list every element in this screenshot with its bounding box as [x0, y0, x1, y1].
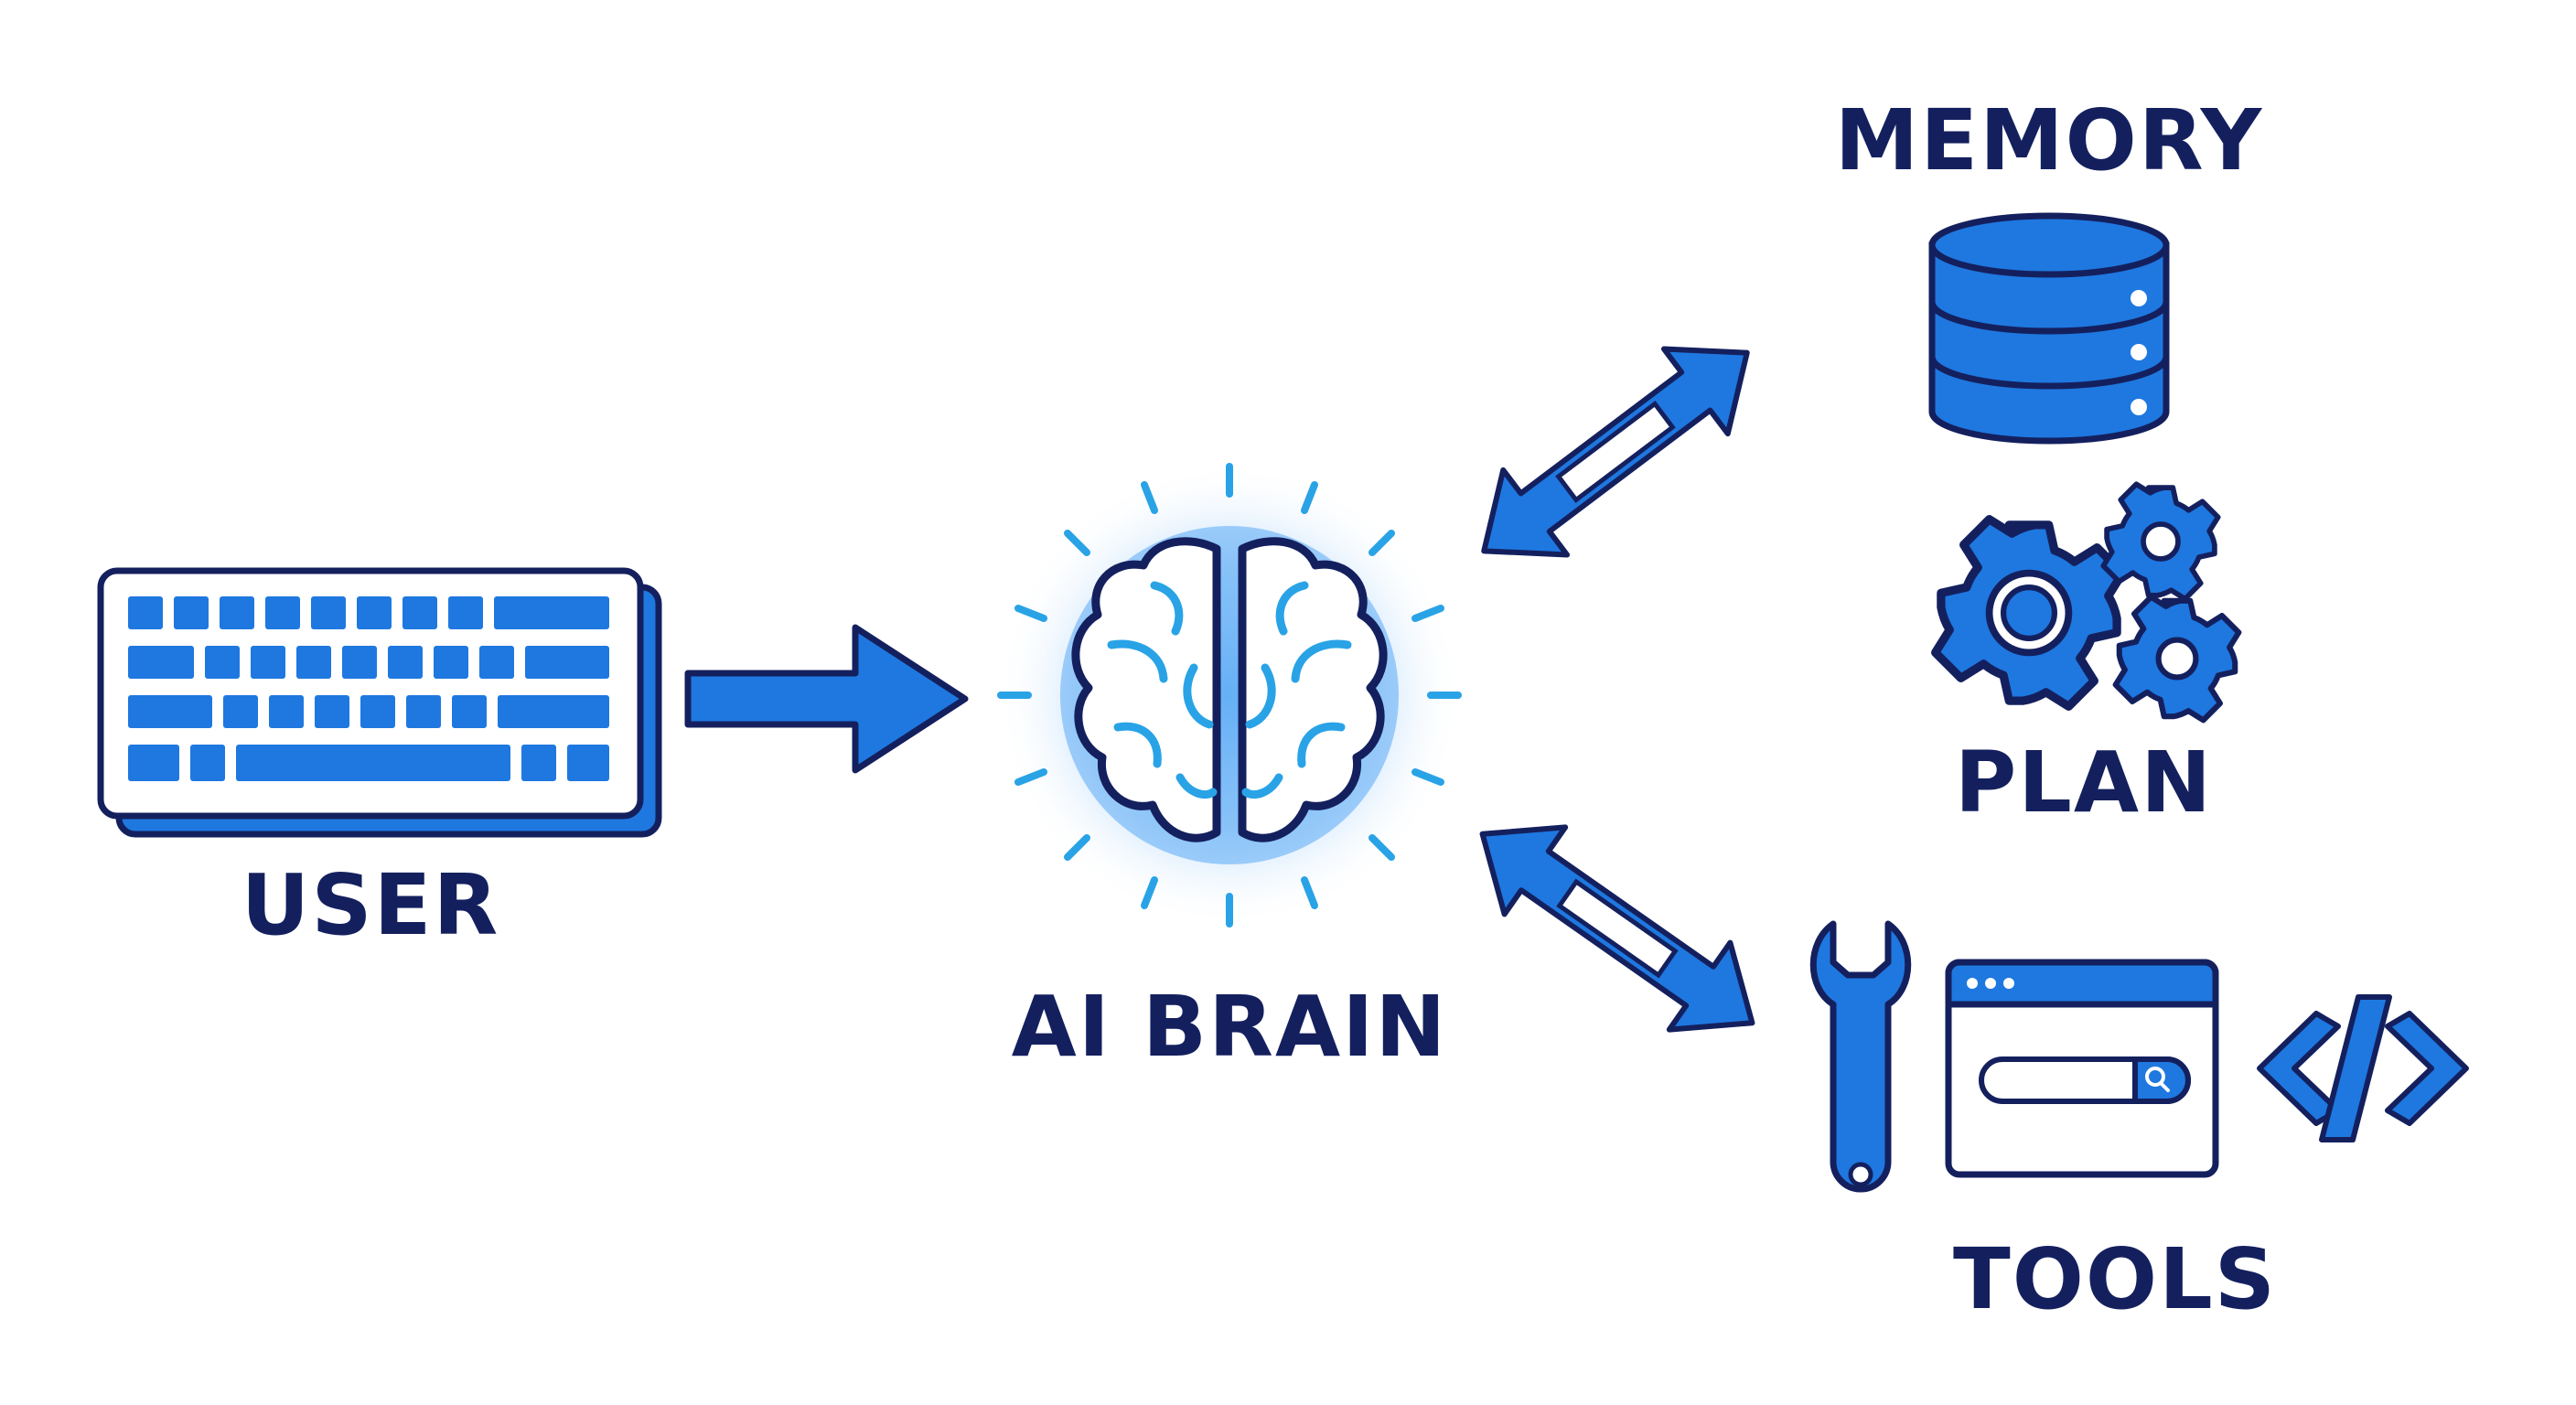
user-label: USER [241, 856, 500, 954]
keyboard-icon [97, 567, 662, 838]
brain-icon [996, 462, 1463, 928]
bidirectional-arrow-icon [1452, 790, 1782, 1067]
tools-label: TOOLS [1952, 1230, 2278, 1328]
database-icon [1928, 212, 2170, 445]
bidirectional-arrow-icon [1452, 310, 1778, 593]
browser-search-icon [1945, 959, 2219, 1178]
gears-icon [1936, 484, 2239, 720]
ai-brain-label: AI BRAIN [1011, 978, 1448, 1076]
arrow-right-icon [684, 624, 969, 774]
code-icon [2257, 994, 2469, 1142]
plan-label: PLAN [1954, 734, 2214, 831]
memory-label: MEMORY [1834, 91, 2264, 189]
wrench-icon [1809, 920, 1912, 1193]
